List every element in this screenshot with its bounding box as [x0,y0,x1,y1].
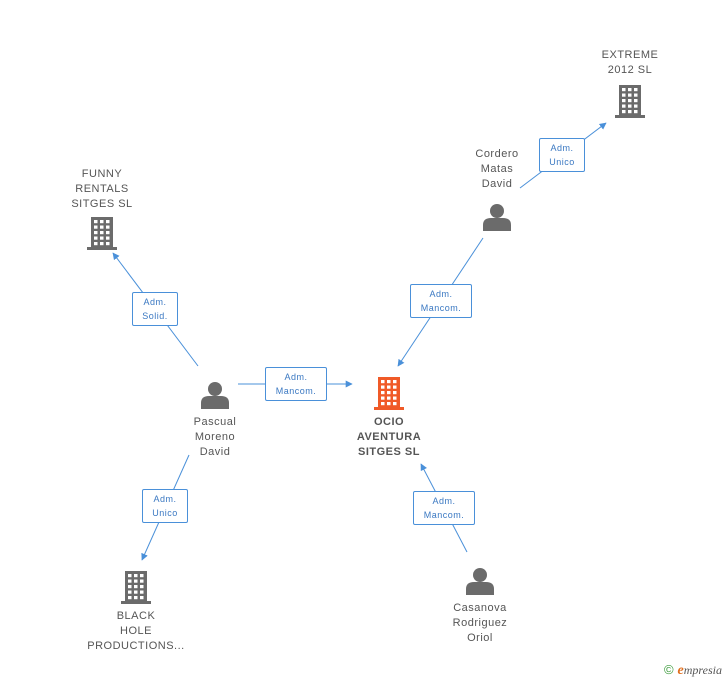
edge-label-pascual-funny[interactable]: Adm. Solid. [132,292,178,326]
building-icon-extreme[interactable] [615,85,645,118]
brand-logo: ©empresia [663,662,722,678]
person-icon-casanova[interactable] [466,568,494,595]
building-icon-ocio[interactable] [374,377,404,410]
node-label-funny[interactable]: FUNNY RENTALS SITGES SL [71,168,133,210]
copyright-symbol: © [663,662,674,677]
edge-label-cordero-ocio[interactable]: Adm. Mancom. [410,284,472,318]
person-icon-cordero[interactable] [483,204,511,231]
building-icon-black[interactable] [121,571,151,604]
edge-label-pascual-ocio[interactable]: Adm. Mancom. [265,367,327,401]
building-icon-funny[interactable] [87,217,117,250]
node-label-black[interactable]: BLACK HOLE PRODUCTIONS... [87,610,185,652]
node-label-pascual[interactable]: Pascual Moreno David [193,416,237,458]
node-label-ocio[interactable]: OCIO AVENTURA SITGES SL [356,416,422,458]
person-icon-pascual[interactable] [201,382,229,409]
node-label-cordero[interactable]: Cordero Matas David [475,148,519,190]
edge-label-pascual-black[interactable]: Adm. Unico [142,489,188,523]
edge-label-cordero-extreme[interactable]: Adm. Unico [539,138,585,172]
node-label-extreme[interactable]: EXTREME 2012 SL [601,49,659,76]
node-label-casanova[interactable]: Casanova Rodriguez Oriol [452,602,508,644]
edge-label-casanova-ocio[interactable]: Adm. Mancom. [413,491,475,525]
